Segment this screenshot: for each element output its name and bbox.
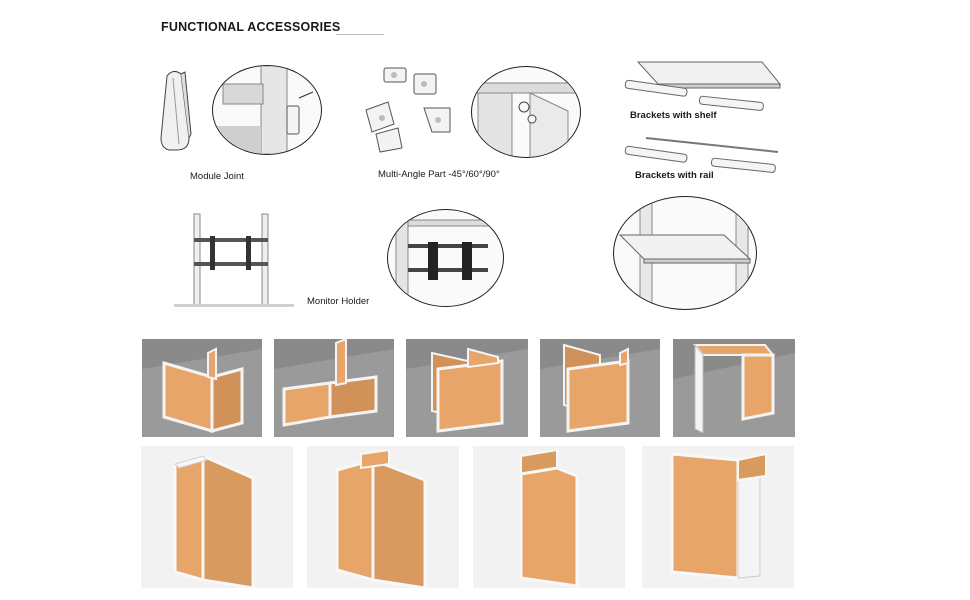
monitor-holder-label: Monitor Holder [307, 296, 370, 307]
render-angle-wall [274, 339, 394, 437]
brackets-shelf-label: Brackets with shelf [630, 110, 717, 121]
render-t-wall-3 [473, 446, 625, 588]
shelf-detail-circle [613, 196, 757, 310]
module-joint-detail-circle [212, 65, 322, 155]
render-t-wall-1 [141, 446, 293, 588]
module-joint-part-image [155, 68, 197, 153]
render-counter [673, 339, 795, 437]
brackets-rail-label: Brackets with rail [635, 170, 714, 181]
brackets-rail-image [622, 132, 782, 174]
render-cross-wall-2 [406, 339, 528, 437]
section-title: FUNCTIONAL ACCESSORIES [161, 20, 341, 34]
multi-angle-detail-circle [471, 66, 581, 158]
render-cross-wall-3 [540, 339, 660, 437]
render-cross-wall-1 [142, 339, 262, 437]
module-joint-label: Module Joint [190, 171, 244, 182]
title-underline [336, 34, 384, 35]
multi-angle-parts-image [358, 62, 468, 157]
brackets-shelf-image [622, 56, 782, 116]
monitor-holder-image [174, 212, 304, 308]
monitor-holder-detail-circle [387, 209, 504, 307]
render-t-wall-4 [642, 446, 794, 588]
multi-angle-label: Multi-Angle Part -45°/60°/90° [378, 169, 500, 180]
render-t-wall-2 [307, 446, 459, 588]
